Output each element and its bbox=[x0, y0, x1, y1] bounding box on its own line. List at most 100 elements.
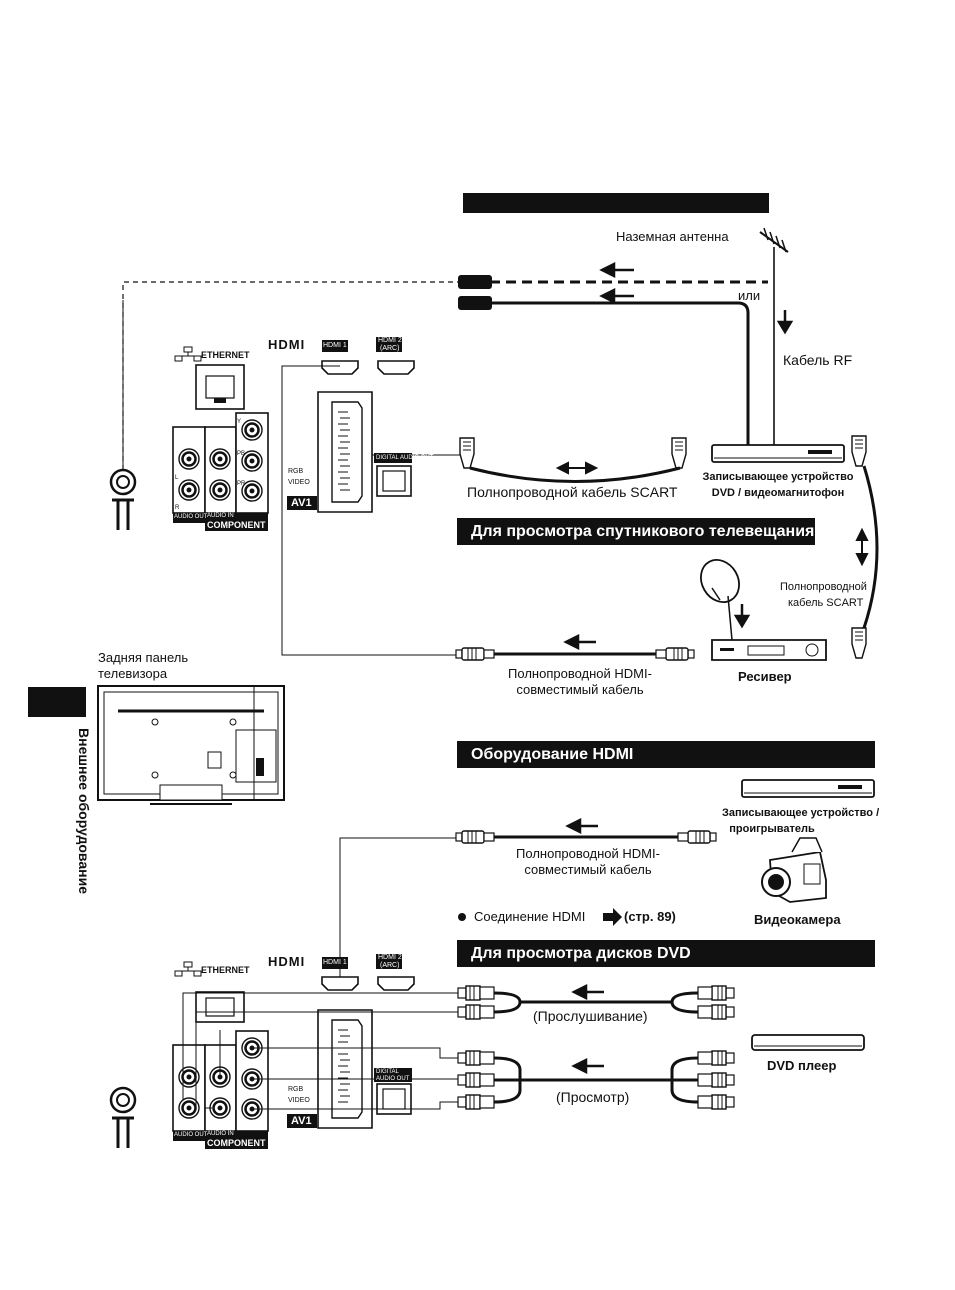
recorder-label-2: DVD / видеомагнитофон bbox=[711, 487, 845, 499]
bullet-icon bbox=[458, 913, 466, 921]
dvd-player-label: DVD плеер bbox=[767, 1058, 837, 1073]
antenna-input-symbol bbox=[112, 498, 134, 530]
hdmi-page-ref[interactable]: (стр. 89) bbox=[624, 909, 676, 924]
av1-label: AV1 bbox=[291, 497, 312, 509]
hdmi2-arc-label-bottom: (ARC) bbox=[380, 962, 400, 969]
double-arrow-icon bbox=[855, 527, 869, 567]
arrow-down-icon bbox=[776, 310, 794, 335]
dvd-recorder-device bbox=[711, 444, 845, 463]
audio-in-l-jack bbox=[208, 447, 232, 471]
y-label: Y bbox=[237, 419, 242, 425]
audio-in-label-bottom: AUDIO IN bbox=[207, 1131, 234, 1137]
hdmi-cable-label-1: Полнопроводной HDMI- bbox=[508, 666, 652, 681]
audio-in-label: AUDIO IN bbox=[207, 513, 234, 519]
arrow-left-icon bbox=[599, 261, 634, 279]
arrow-left-icon bbox=[563, 633, 596, 651]
scart-plug-top-right bbox=[851, 435, 867, 467]
hdmi-recorder-label-2: проигрыватель bbox=[729, 823, 815, 835]
scart-plug-bottom-right bbox=[851, 627, 867, 659]
hdmi1-label: HDMI 1 bbox=[323, 342, 347, 349]
tv-back-panel bbox=[97, 685, 285, 805]
or-label: или bbox=[738, 288, 761, 303]
hdmi-recorder-label-1: Записывающее устройство / bbox=[722, 807, 880, 819]
satellite-section-title: Для просмотра спутникового телевещания bbox=[457, 518, 815, 545]
audio-out-l-jack bbox=[177, 447, 201, 471]
component-label: COMPONENT bbox=[207, 520, 266, 530]
hdmi-section-title: Оборудование HDMI bbox=[457, 741, 875, 768]
recorder-label-1: Записывающее устройство bbox=[702, 471, 854, 483]
digital-audio-label: DIGITAL AUDIO OUT bbox=[376, 455, 434, 461]
tv-antenna-icon bbox=[759, 227, 789, 445]
hdmi-logo-bottom: HDMI bbox=[268, 954, 306, 969]
hdmi-plug-right-1 bbox=[655, 647, 695, 661]
pb-label: PB bbox=[237, 451, 246, 457]
chapter-tab bbox=[28, 687, 86, 717]
component-y-jack bbox=[240, 418, 264, 442]
hdmi1-label-bottom: HDMI 1 bbox=[323, 959, 347, 966]
scart-plug-left bbox=[459, 437, 475, 469]
terrestrial-section-title bbox=[463, 193, 769, 213]
r-label: R bbox=[175, 505, 180, 511]
scart-v-label-1: Полнопроводной bbox=[780, 581, 867, 593]
scart-plug-right bbox=[671, 437, 687, 469]
scart-cable-label: Полнопроводной кабель SCART bbox=[467, 484, 678, 500]
scart-v-label-2: кабель SCART bbox=[788, 597, 864, 609]
rgb-label: RGB bbox=[288, 468, 304, 475]
hdmi-recorder-device bbox=[741, 779, 875, 798]
hdmi-cable-label-2: совместимый кабель bbox=[516, 682, 644, 697]
camcorder-label: Видеокамера bbox=[754, 912, 841, 927]
dvd-player-device bbox=[751, 1034, 865, 1051]
hdmi-plug-left-2 bbox=[455, 830, 495, 844]
thick-arrow-right-icon bbox=[603, 908, 622, 926]
receiver-label: Ресивер bbox=[738, 669, 792, 684]
video-label: VIDEO bbox=[288, 479, 310, 486]
arrow-left-icon bbox=[565, 817, 598, 835]
hdmi1-port bbox=[321, 360, 359, 375]
rf-plug-dashed bbox=[458, 275, 492, 289]
hdmi-logo: HDMI bbox=[268, 337, 306, 352]
audio-out-label-bottom: AUDIO OUT bbox=[174, 1132, 208, 1138]
camcorder-icon bbox=[761, 837, 827, 903]
hdmi2-arc-label: (ARC) bbox=[380, 345, 400, 352]
l-label: L bbox=[175, 475, 179, 481]
receiver-device bbox=[711, 639, 827, 661]
arrow-left-icon bbox=[571, 1057, 604, 1075]
ethernet-icon bbox=[174, 961, 202, 977]
component-label-bottom: COMPONENT bbox=[207, 1138, 266, 1148]
hdmi2-label-box bbox=[376, 337, 402, 352]
arrow-left-icon bbox=[571, 983, 604, 1001]
audio-out-label: AUDIO OUT bbox=[174, 514, 208, 520]
antenna-label: Наземная антенна bbox=[616, 229, 729, 244]
hdmi-plug-right-2 bbox=[677, 830, 717, 844]
ethernet-label-bottom: ETHERNET bbox=[201, 965, 250, 975]
digital-audio-label-bottom: DIGITAL AUDIO OUT bbox=[376, 1069, 410, 1082]
rgb-label-bottom: RGB bbox=[288, 1086, 304, 1093]
pr-label: PR bbox=[237, 481, 246, 487]
viewing-label: (Просмотр) bbox=[556, 1089, 630, 1105]
tv-back-label-1: Задняя панель bbox=[98, 650, 189, 665]
listening-label: (Прослушивание) bbox=[533, 1008, 648, 1024]
ethernet-icon bbox=[174, 346, 202, 362]
hdmi-cable2-label-2: совместимый кабель bbox=[524, 862, 652, 877]
double-arrow-icon bbox=[555, 461, 599, 475]
arrow-left-icon bbox=[599, 287, 634, 305]
ethernet-label: ETHERNET bbox=[201, 350, 250, 360]
ethernet-port bbox=[195, 364, 245, 410]
hdmi-cable2-label-1: Полнопроводной HDMI- bbox=[516, 846, 660, 861]
video-label-bottom: VIDEO bbox=[288, 1097, 310, 1104]
hdmi-plug-left-1 bbox=[455, 647, 495, 661]
audio-in-r-jack bbox=[208, 478, 232, 502]
av1-label-bottom: AV1 bbox=[291, 1115, 312, 1127]
top-panel bbox=[109, 337, 415, 531]
hdmi2-label: HDMI 2 bbox=[378, 337, 402, 344]
hdmi-connection-label: Соединение HDMI bbox=[474, 909, 586, 924]
rf-cable-label: Кабель RF bbox=[783, 352, 853, 368]
hdmi2-port bbox=[377, 360, 415, 375]
bottom-panel bbox=[109, 954, 415, 1149]
hdmi2-label-bottom: HDMI 2 bbox=[378, 954, 402, 961]
hdmi1-label-box bbox=[322, 340, 348, 352]
satellite-dish-icon bbox=[700, 559, 740, 641]
audio-out-r-jack bbox=[177, 478, 201, 502]
arrow-down-icon bbox=[733, 604, 751, 629]
